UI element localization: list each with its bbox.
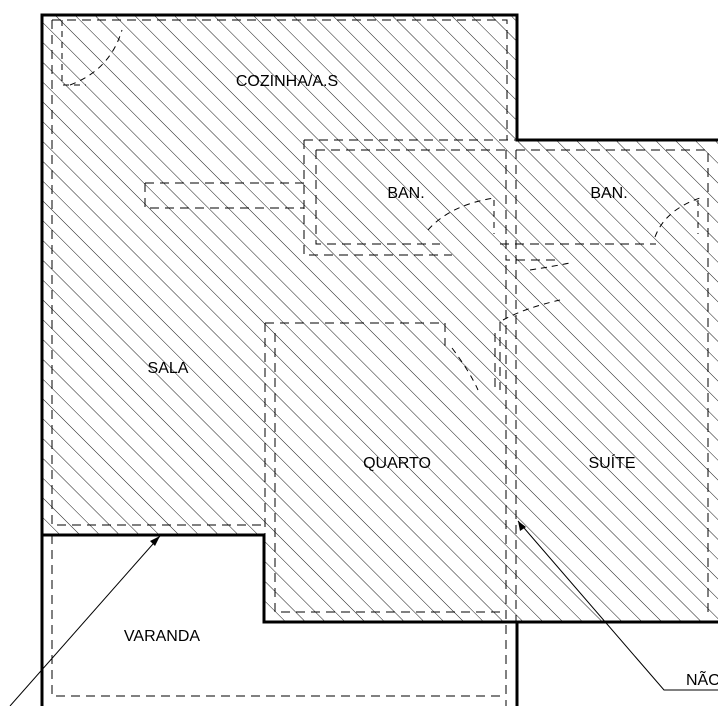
label-ban-right: BAN. <box>590 185 627 202</box>
hatched-roof-area <box>42 15 718 622</box>
roof-outline <box>40 13 718 706</box>
annotation-nao: NÃO <box>686 669 718 689</box>
leader-line-left <box>9 535 161 706</box>
leader-line-right <box>517 520 718 691</box>
label-varanda: VARANDA <box>124 628 200 645</box>
roof-outline-lower <box>42 533 718 624</box>
label-sala: SALA <box>148 360 189 377</box>
leader-arrow-right <box>518 521 526 531</box>
label-quarto: QUARTO <box>363 455 431 472</box>
label-suite: SUÍTE <box>588 453 635 472</box>
label-ban-left: BAN. <box>387 185 424 202</box>
dashed-walls <box>51 19 718 706</box>
leader-arrow-left <box>150 536 160 546</box>
door-swings <box>69 29 701 391</box>
label-cozinha: COZINHA/A.S <box>236 73 338 90</box>
